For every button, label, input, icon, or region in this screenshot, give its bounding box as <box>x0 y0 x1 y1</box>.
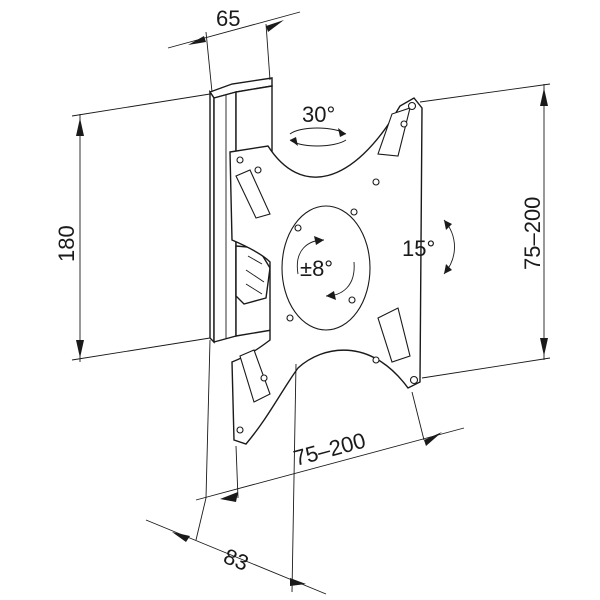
tilt-indicator <box>443 219 455 275</box>
swivel-indicator <box>289 127 347 147</box>
rotation-indicator <box>296 236 355 300</box>
label-rotation: ±8° <box>300 256 333 281</box>
label-wall-height: 180 <box>54 225 79 262</box>
label-depth: 83 <box>220 543 252 575</box>
label-top-width: 65 <box>216 6 240 31</box>
label-tilt: 15° <box>402 236 435 261</box>
label-vesa-vertical: 75–200 <box>520 197 545 270</box>
dim-top-width <box>167 11 301 93</box>
dim-depth <box>145 339 327 595</box>
label-swivel: 30° <box>302 102 335 127</box>
vesa-plate <box>229 97 423 445</box>
dim-vesa-horizontal <box>195 391 465 502</box>
dim-vesa-vertical <box>419 83 551 379</box>
center-recess <box>281 205 371 331</box>
dim-wall-height <box>71 93 211 362</box>
